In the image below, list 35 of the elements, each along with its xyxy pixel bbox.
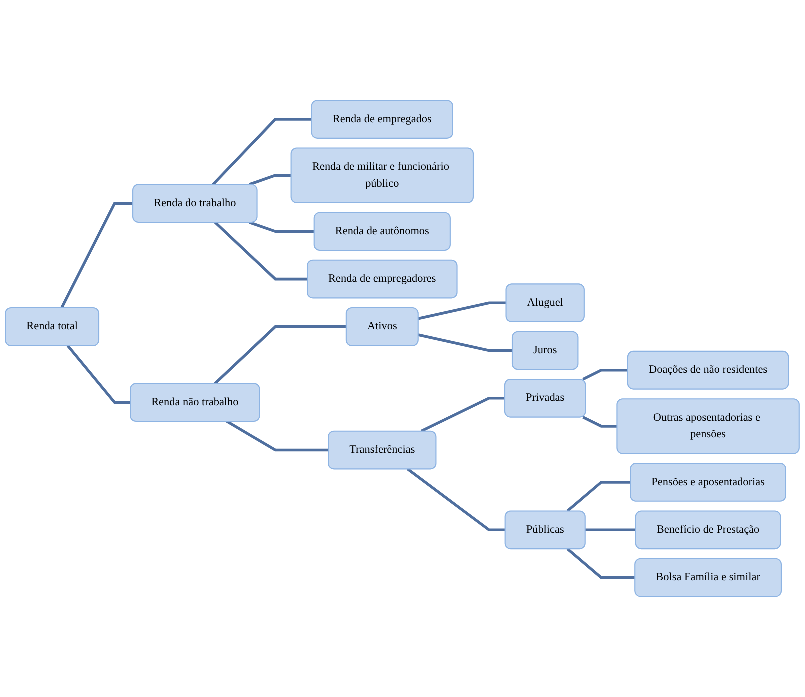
connector [248,174,292,186]
node-box: Aluguel [506,284,585,322]
connector [212,118,312,186]
node-box: Ativos [346,307,419,346]
connector [585,528,636,532]
node-box: Outras aposentadorias e pensões [616,398,800,454]
connector [406,468,506,532]
connector [66,344,131,404]
connector [214,221,308,281]
connector [582,416,618,428]
node-box: Benefício de Prestação [635,510,782,550]
node-box: Renda de militar e funcionário público [290,148,474,204]
node-box: Bolsa Família e similar [634,558,782,598]
node-box: Renda total [5,307,100,346]
node-box: Renda não trabalho [130,383,260,422]
connector [418,302,506,320]
node-box: Renda de empregados [311,100,454,139]
connector [248,221,314,233]
connector [214,325,346,385]
node-box: Públicas [504,510,586,550]
node-box: Renda de autônomos [314,212,451,251]
node-box: Renda de empregadores [307,260,458,299]
node-box: Privadas [504,378,586,418]
node-box: Pensões e aposentadorias [630,462,786,502]
node-box: Juros [512,331,579,370]
node-box: Doações de não residentes [627,350,790,390]
node-box: Renda do trabalho [132,184,258,223]
connector [418,333,512,352]
connector [566,548,636,580]
connector [420,396,506,432]
connector [582,368,628,381]
node-box: Transferências [328,430,437,470]
connector [226,420,329,452]
connector [566,480,631,512]
connector [60,202,134,308]
